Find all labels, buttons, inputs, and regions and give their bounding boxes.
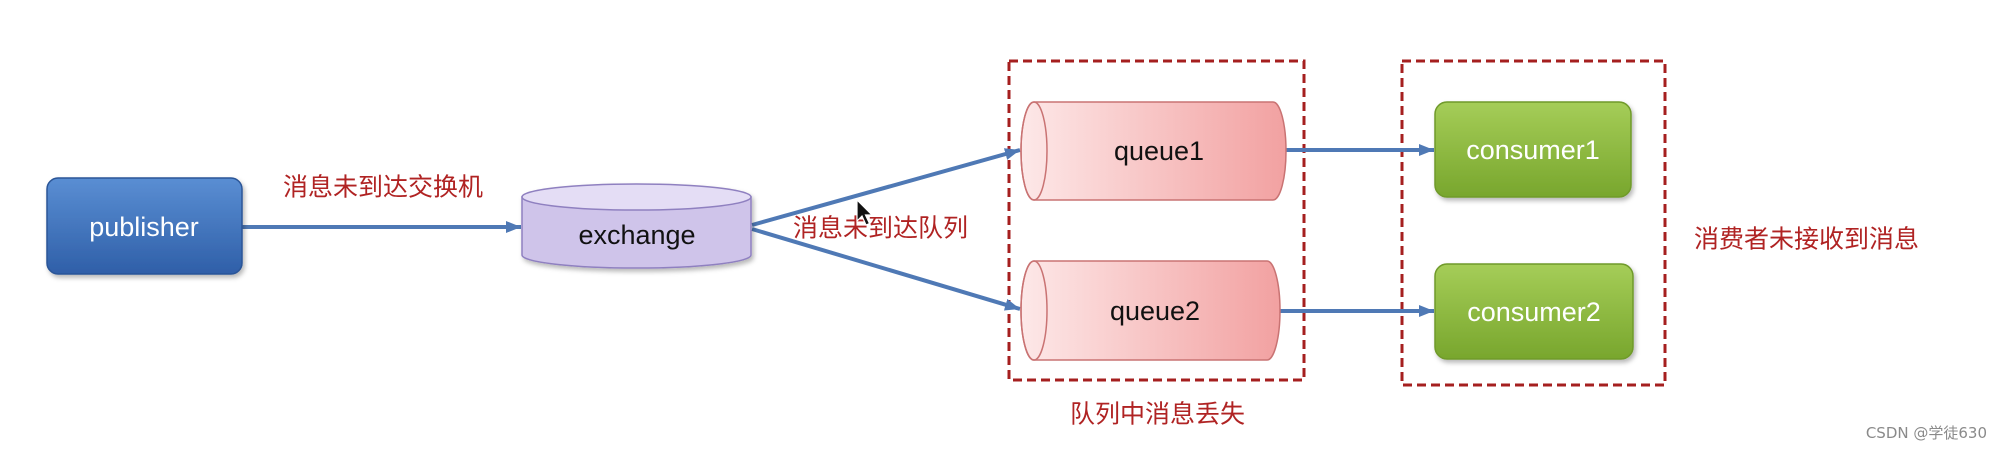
annotation-queue-lost: 队列中消息丢失 — [1070, 400, 1245, 429]
mouse-cursor-icon — [856, 198, 874, 226]
queue-group-dashed-box — [1007, 59, 1306, 382]
consumer1-label: consumer1 — [1466, 135, 1600, 165]
queue2-label: queue2 — [1110, 296, 1200, 326]
publisher-node: publisher — [46, 177, 243, 275]
watermark-text: CSDN @学徒630 — [1866, 424, 1987, 442]
queue1-node: queue1 — [1020, 101, 1287, 201]
consumer2-node: consumer2 — [1434, 263, 1634, 360]
consumer-group-dashed-box — [1400, 59, 1667, 387]
annotation-consumer-not-received: 消费者未接收到消息 — [1694, 225, 1919, 254]
arrow-exchange-to-queue2 — [751, 227, 1021, 311]
consumer1-node: consumer1 — [1434, 101, 1632, 198]
queue2-node: queue2 — [1020, 260, 1281, 361]
arrow-exchange-to-queue1 — [751, 148, 1021, 227]
annotation-not-reach-exchange: 消息未到达交换机 — [283, 173, 483, 202]
exchange-node — [521, 183, 752, 269]
exchange-label: exchange — [578, 220, 695, 250]
publisher-label: publisher — [89, 212, 199, 242]
queue1-label: queue1 — [1114, 136, 1204, 166]
consumer2-label: consumer2 — [1467, 297, 1601, 327]
annotation-not-reach-queue: 消息未到达队列 — [793, 214, 968, 243]
